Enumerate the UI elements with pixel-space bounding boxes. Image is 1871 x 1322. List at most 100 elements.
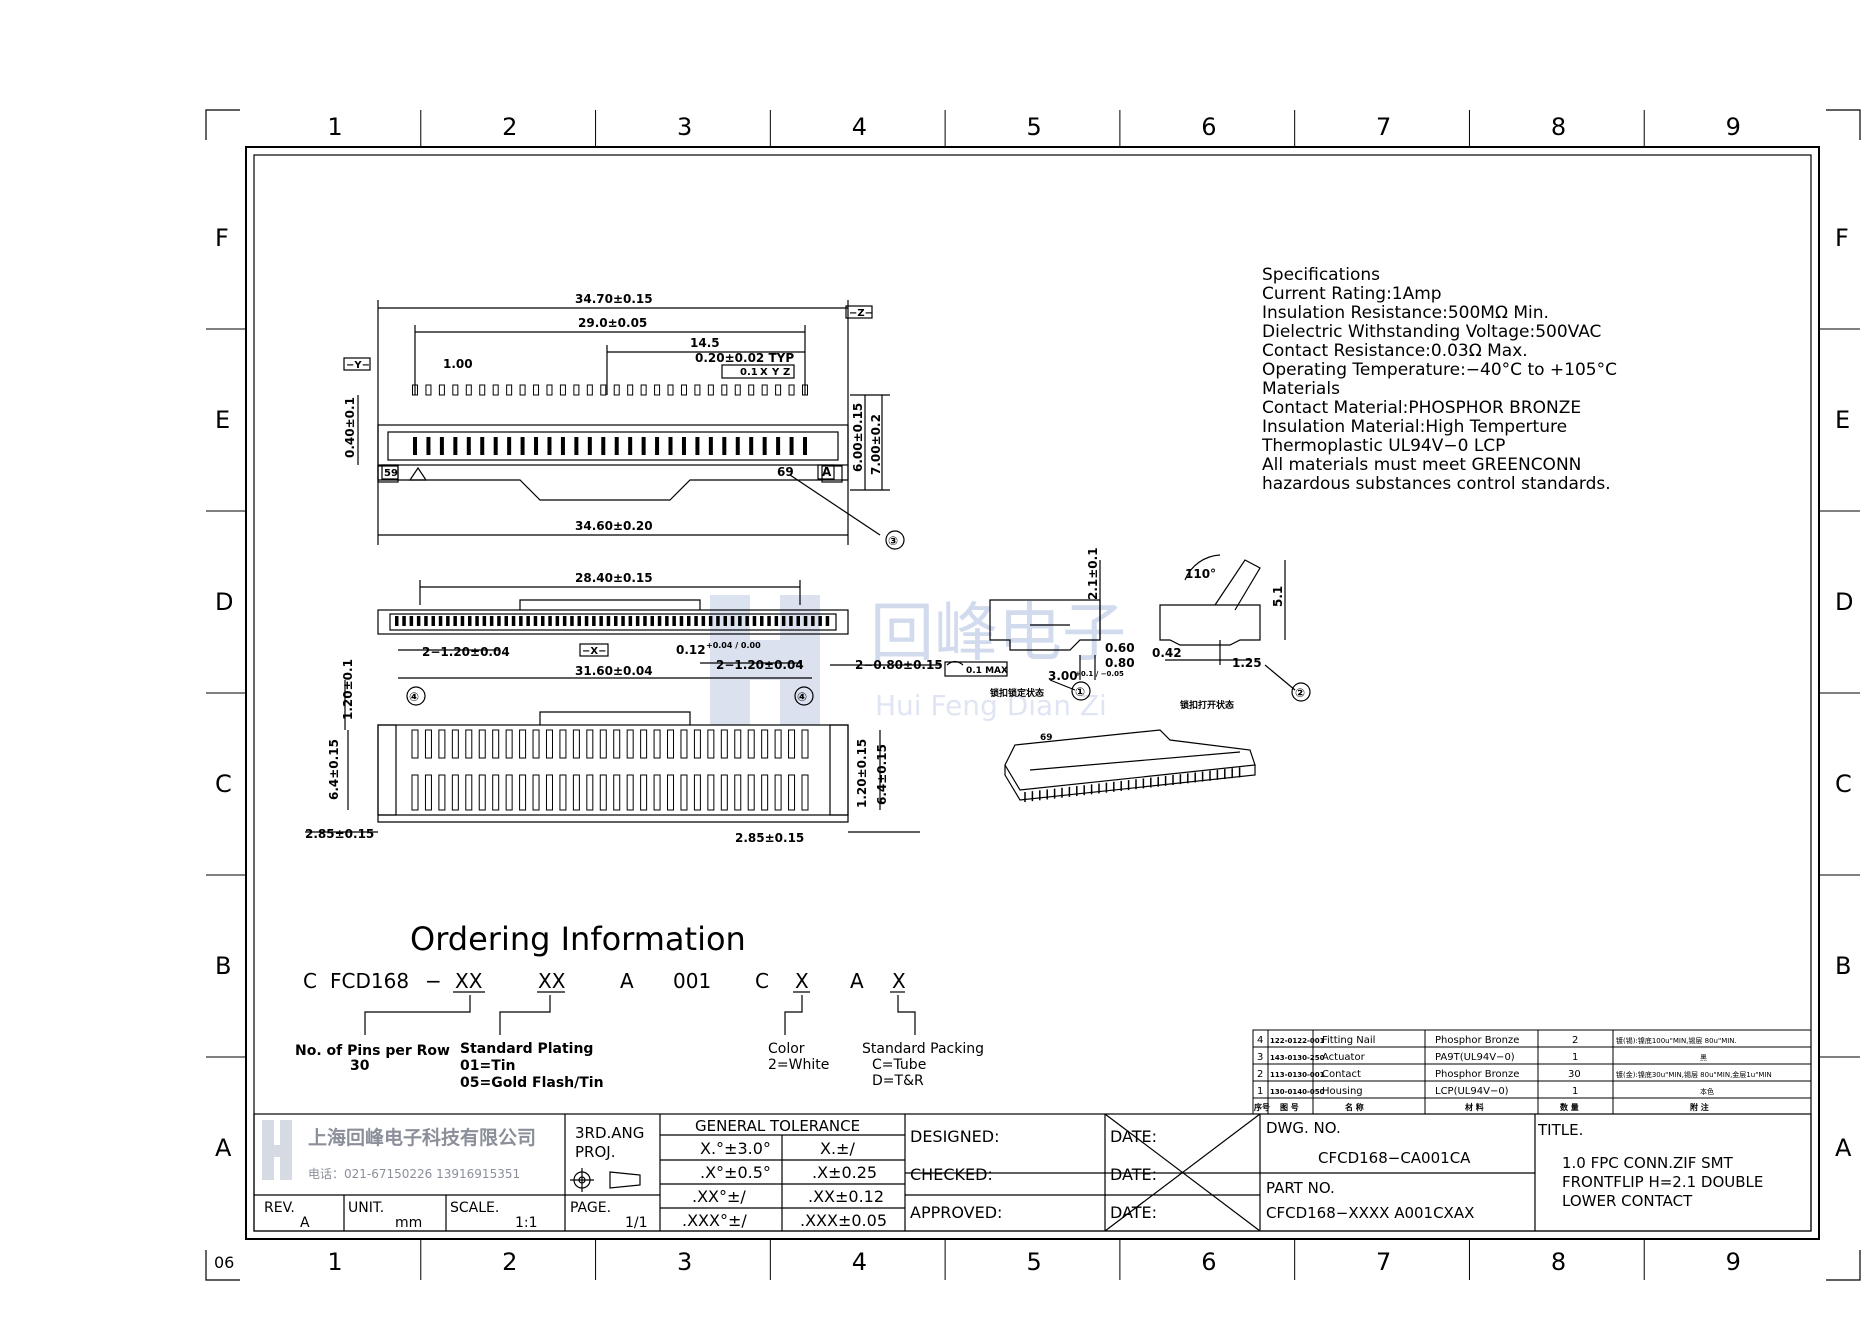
contact-tip (679, 616, 684, 626)
bom-header-no: 序号 (1254, 1102, 1270, 1112)
contact-slot (466, 437, 471, 455)
contact-tip (694, 616, 698, 626)
contact-tip (533, 616, 538, 626)
dim-side-w1: 0.60 (1105, 641, 1135, 655)
callout-4-left: ④ (409, 690, 419, 704)
contact-tip (511, 616, 516, 626)
bom-name: Contact (1322, 1069, 1361, 1080)
grid-column-label: 1 (327, 113, 342, 141)
contact-pin (586, 384, 593, 396)
contact-lead (559, 729, 567, 759)
contact-tip (570, 616, 574, 626)
bom-qty: 1 (1572, 1052, 1578, 1063)
contact-slot (413, 437, 417, 455)
contact-tip (504, 616, 508, 626)
bom-name: Housing (1322, 1086, 1363, 1097)
bom-remark: 镀(金):镍底30u"MIN,锡层 80u"MIN,金层1u"MIN (1616, 1070, 1772, 1079)
grid-row-label: A (215, 1134, 232, 1162)
contact-tip (781, 616, 786, 626)
contact-slot (587, 437, 592, 455)
dim-side-h2: 5.1 (1271, 586, 1285, 607)
contact-tip (796, 616, 800, 626)
contact-tip (767, 616, 771, 626)
dim-bottom-right-height: 1.20±0.15 (855, 739, 869, 808)
bom-remark: 镀(锡):镍底100u"MIN,锡层 80u"MIN. (1616, 1036, 1737, 1045)
order-part: FCD168 (330, 969, 409, 993)
bom-qty: 1 (1572, 1086, 1578, 1097)
unit-label: UNIT. (348, 1200, 384, 1216)
tolerance-frame-2: Y (771, 367, 780, 378)
title-line: FRONTFLIP H=2.1 DOUBLE (1562, 1173, 1763, 1191)
callout-1: ① (1075, 685, 1085, 699)
contact-pin (788, 384, 795, 396)
contact-lead (761, 729, 769, 759)
datum-y: −Y− (346, 360, 370, 371)
bom-material: Phosphor Bronze (1435, 1035, 1519, 1046)
bom-no: 4 (1257, 1035, 1263, 1046)
grid-row-label: D (1835, 588, 1853, 616)
contact-lead (734, 774, 742, 811)
contact-lead (774, 774, 782, 811)
contact-tip (409, 616, 414, 626)
contact-lead (613, 729, 621, 759)
contact-pin (412, 384, 418, 396)
order-plating-label: Standard Plating (460, 1041, 593, 1057)
grid-column-label: 8 (1551, 1248, 1566, 1276)
contact-tip (584, 616, 589, 626)
contact-pin (734, 384, 741, 396)
contact-lead (505, 729, 513, 759)
spec-line: Operating Temperature:−40°C to +105°C (1262, 360, 1617, 380)
contact-tip (621, 616, 625, 626)
bom-code: 143-0130-250 (1270, 1054, 1325, 1062)
contact-tip (489, 616, 494, 626)
contact-lead (747, 774, 755, 811)
title-line: 1.0 FPC CONN.ZIF SMT (1562, 1154, 1734, 1172)
side-view-open (1159, 554, 1311, 702)
contact-slot (453, 437, 458, 455)
contact-slot (614, 437, 619, 455)
order-part: X (795, 969, 809, 993)
tol-linear: X.±/ (820, 1139, 855, 1158)
contact-pin (667, 384, 674, 396)
contact-tip (402, 616, 406, 626)
dim-side-w3: 3.00 (1048, 669, 1078, 683)
contact-pin (438, 384, 445, 396)
bom-no: 2 (1257, 1069, 1263, 1080)
bom-header-material: 材 料 (1465, 1102, 1484, 1112)
contact-tip (628, 616, 633, 626)
contact-tip (395, 616, 399, 626)
contact-lead (640, 729, 648, 759)
contact-lead (586, 729, 594, 759)
spec-line: Insulation Resistance:500MΩ Min. (1262, 303, 1549, 323)
tol-angle: .X°±0.5° (700, 1163, 771, 1182)
dim-side-w2: 0.80 (1105, 656, 1135, 670)
isometric-view (1004, 729, 1256, 801)
note-closed: 锁扣锁定状态 (990, 687, 1044, 699)
contact-lead (465, 729, 473, 759)
contact-lead (653, 774, 661, 811)
grid-column-label: 7 (1376, 1248, 1391, 1276)
grid-row-label: C (215, 770, 232, 798)
contact-pin (479, 384, 486, 396)
order-color-opt: 2=White (768, 1057, 829, 1073)
contact-lead (653, 729, 661, 759)
contact-tip (453, 616, 457, 626)
contact-slot (574, 437, 579, 455)
contact-tip (592, 616, 596, 626)
dim-top-half: 14.5 (690, 336, 720, 350)
dim-bottom-right-tall: 6.4±0.15 (875, 744, 889, 805)
date-label: DATE: (1110, 1127, 1157, 1146)
grid-column-label: 4 (852, 1248, 867, 1276)
order-part: X (892, 969, 906, 993)
contact-tip (738, 616, 742, 626)
contact-lead (801, 774, 809, 811)
contact-lead (667, 774, 675, 811)
contact-lead (438, 774, 446, 811)
grid-row-label: E (215, 406, 230, 434)
contact-pin (546, 384, 553, 396)
contact-slot (735, 437, 740, 455)
contact-lead (707, 729, 715, 759)
contact-slot (547, 437, 552, 455)
company-name: 上海回峰电子科技有限公司 (308, 1126, 536, 1149)
